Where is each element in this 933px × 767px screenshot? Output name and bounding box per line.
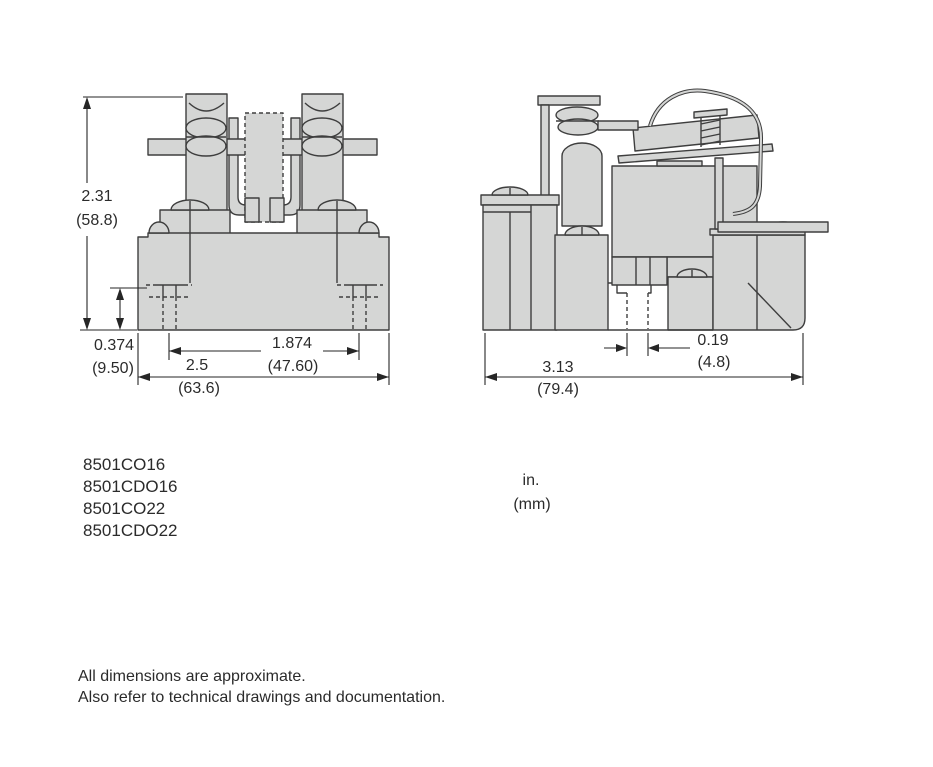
model-number: 8501CO16 [83, 455, 166, 474]
dim-front-width-in: 2.5 [185, 357, 209, 374]
units-millimeters: (mm) [513, 496, 551, 513]
note-approximate: All dimensions are approximate. [78, 668, 306, 685]
dimension-lines [80, 96, 804, 385]
model-number: 8501CDO16 [83, 477, 178, 496]
washer-stack-left [185, 117, 227, 157]
dim-front-slots-mm: (47.60) [267, 358, 319, 375]
dim-front-height-mm: (58.8) [76, 212, 118, 229]
note-refer: Also refer to technical drawings and doc… [78, 689, 446, 706]
mounting-foot-left [146, 284, 192, 329]
model-number: 8501CDO22 [83, 521, 178, 540]
washer-stack-right [301, 117, 343, 157]
dim-side-depth-in: 3.13 [542, 359, 574, 376]
terminal-rod [717, 221, 829, 233]
side-right-block [712, 234, 806, 331]
center-foot [608, 282, 713, 331]
coil-wire [648, 88, 764, 216]
dim-side-depth-mm: (79.4) [537, 381, 579, 398]
dim-side-slot-mm: (4.8) [697, 354, 731, 371]
mounting-foot-right [337, 284, 383, 329]
dim-front-offset-in: 0.374 [93, 337, 135, 354]
side-left-block [482, 204, 558, 331]
side-view-drawing [480, 88, 829, 331]
dim-front-height-in: 2.31 [81, 188, 113, 205]
dim-front-width-mm: (63.6) [178, 380, 220, 397]
adjustment-spring [693, 108, 728, 147]
dim-front-offset-mm: (9.50) [92, 360, 134, 377]
dim-side-slot-in: 0.19 [697, 332, 729, 349]
model-number: 8501CO22 [83, 499, 166, 518]
relay-body-front [137, 232, 390, 331]
terminal-cylinder [561, 142, 603, 227]
bracket-arm [537, 95, 601, 106]
dim-front-slots-in: 1.874 [268, 336, 316, 352]
front-view-drawing [137, 93, 390, 331]
units-inches: in. [522, 472, 540, 489]
armature-plate [632, 114, 760, 152]
